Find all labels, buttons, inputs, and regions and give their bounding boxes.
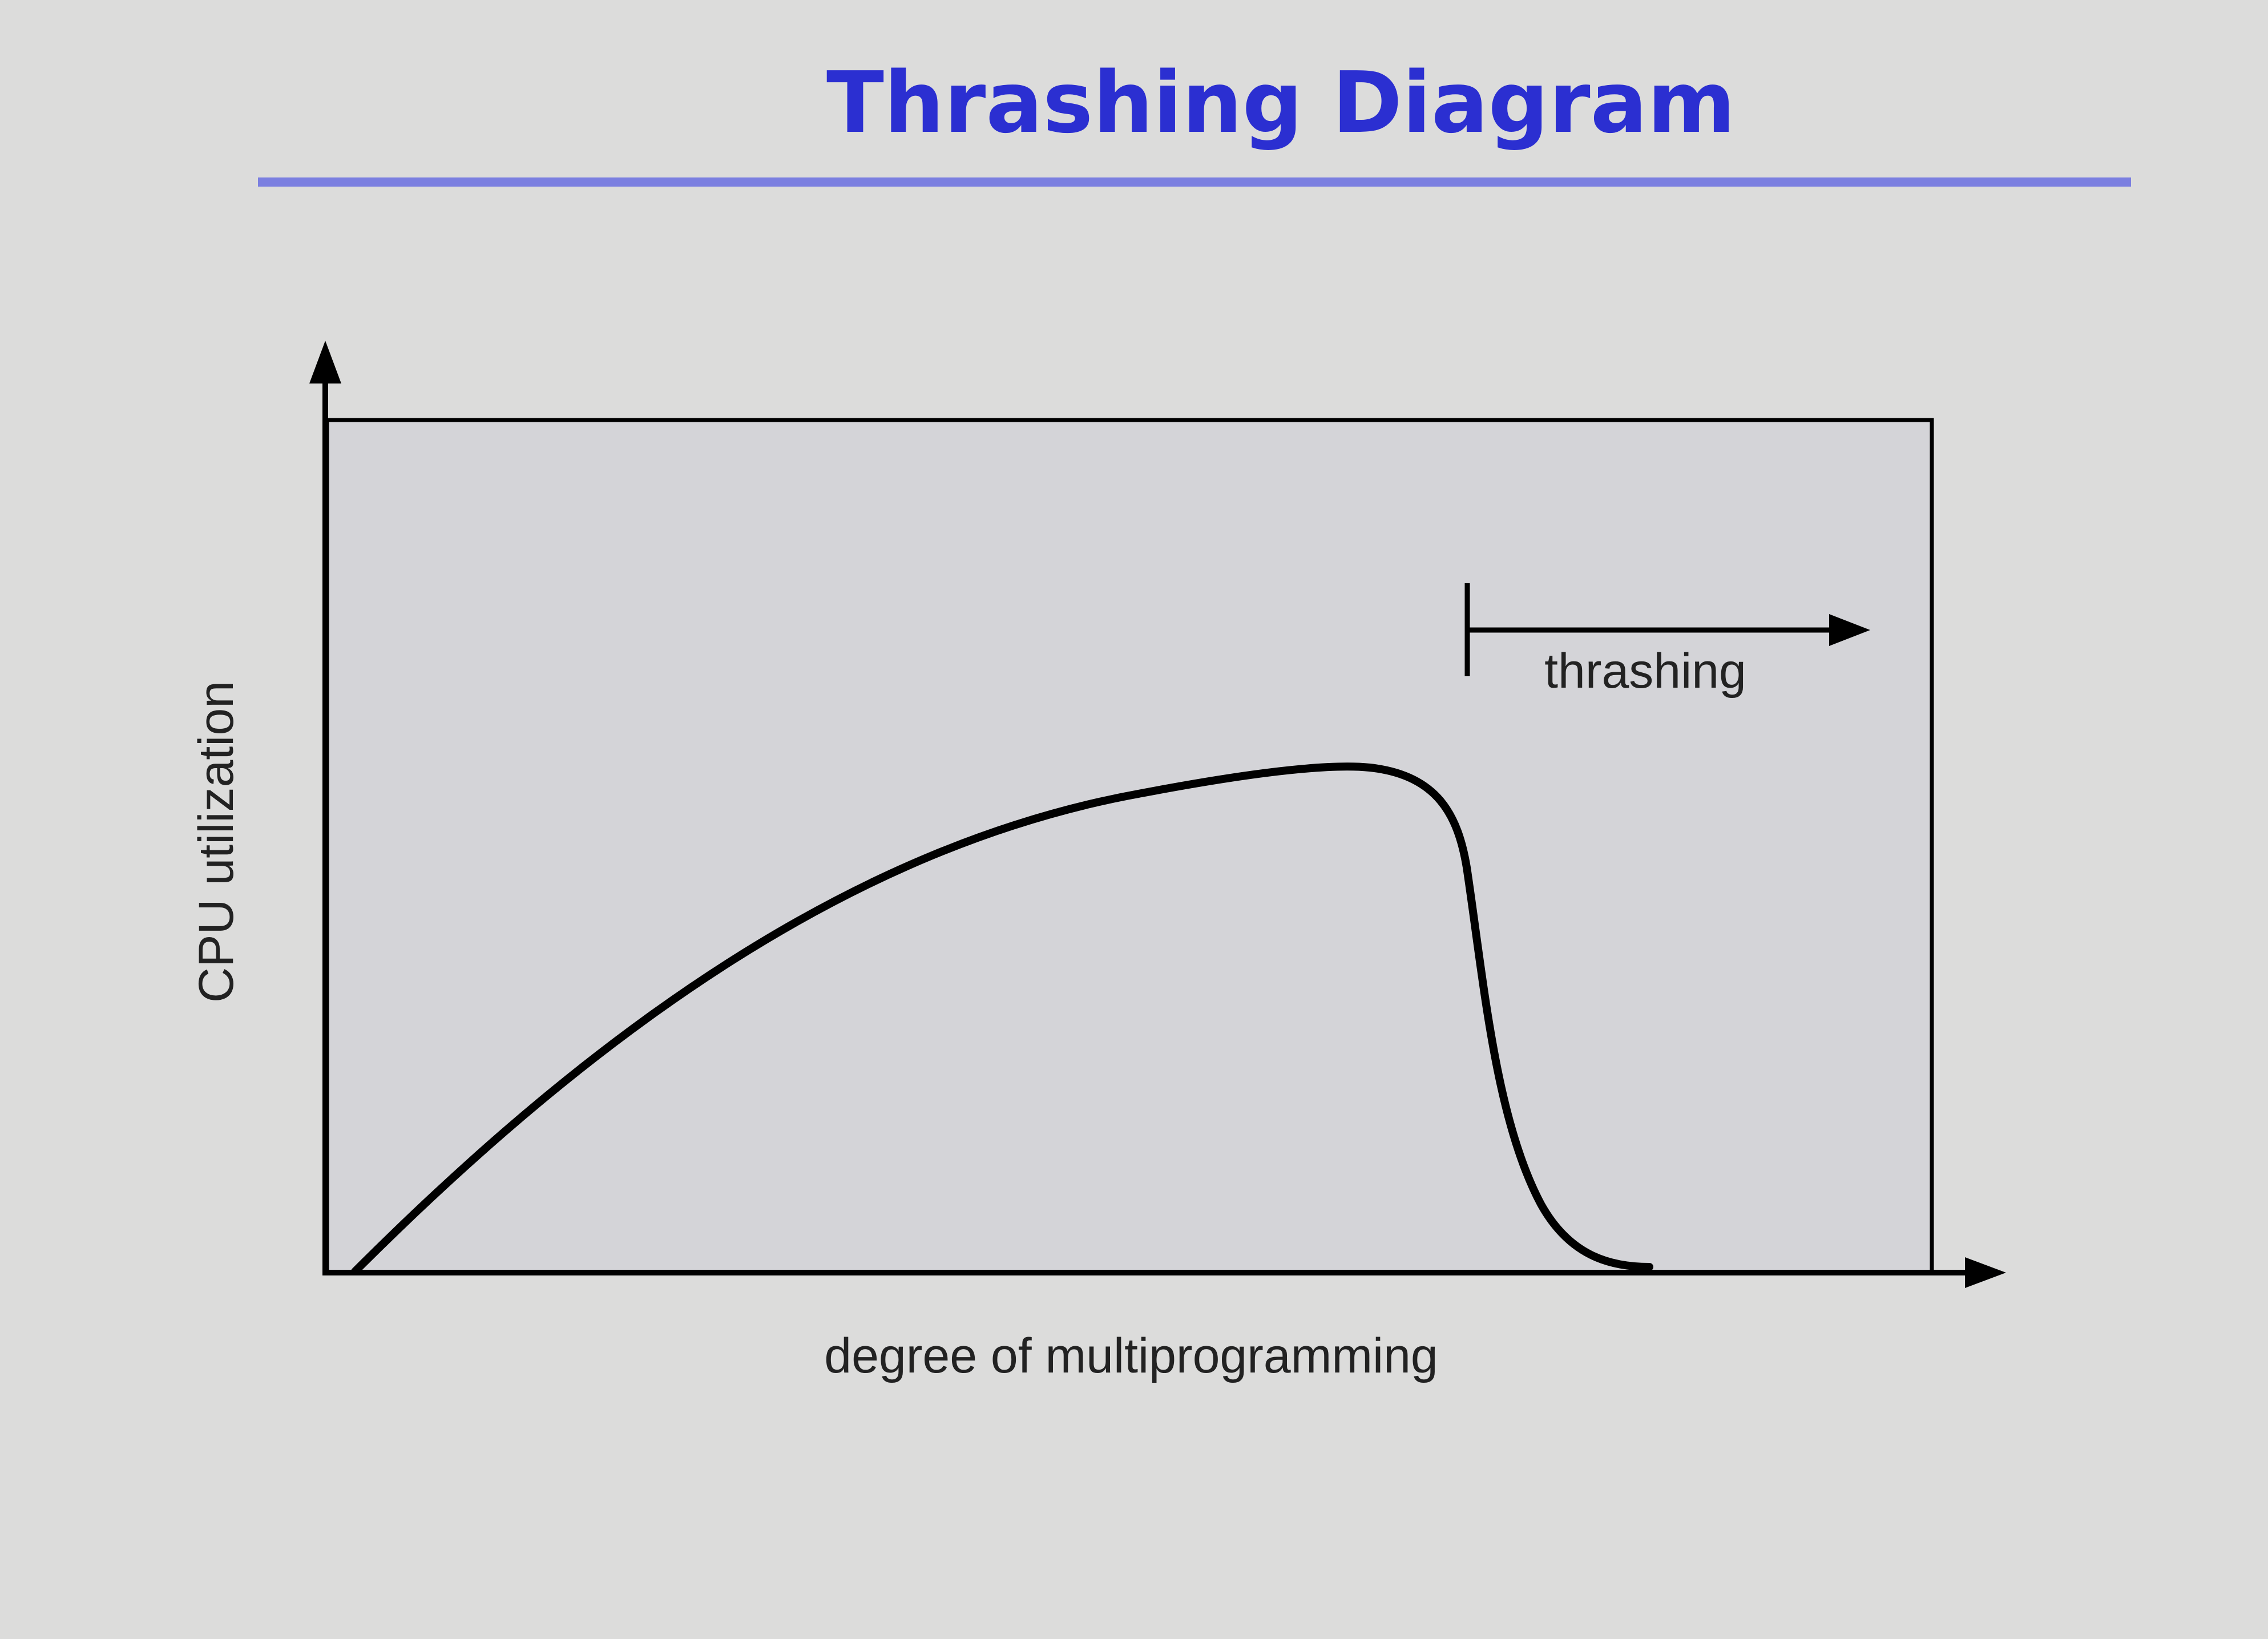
slide-title: Thrashing Diagram xyxy=(826,54,1736,152)
y-axis-label: CPU utilization xyxy=(189,681,244,1003)
x-axis-label: degree of multiprogramming xyxy=(824,1329,1438,1383)
title-rule xyxy=(258,177,2131,187)
y-axis-arrowhead xyxy=(309,341,341,383)
thrashing-label: thrashing xyxy=(1544,644,1746,699)
plot-area xyxy=(325,418,1934,1275)
x-axis-arrowhead xyxy=(1965,1257,2006,1288)
cpu-utilization-curve xyxy=(351,762,1653,1275)
thrashing-arrowhead xyxy=(1829,614,1870,646)
